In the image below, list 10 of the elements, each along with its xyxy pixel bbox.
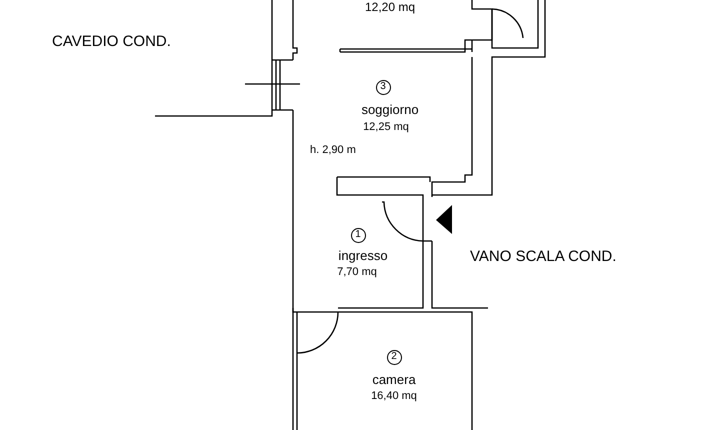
room-area: 7,70 mq: [337, 266, 377, 280]
height-note: h. 2,90 m: [310, 144, 356, 158]
area-label: VANO SCALA COND.: [470, 248, 616, 267]
room-name: soggiorno: [361, 102, 419, 118]
room-area: 12,25 mq: [363, 121, 409, 135]
room-name: ingresso: [338, 248, 388, 264]
room-area: 16,40 mq: [371, 390, 417, 404]
room-area: 12,20 mq: [364, 0, 416, 15]
room-name: camera: [372, 372, 416, 388]
area-label: CAVEDIO COND.: [52, 33, 171, 52]
